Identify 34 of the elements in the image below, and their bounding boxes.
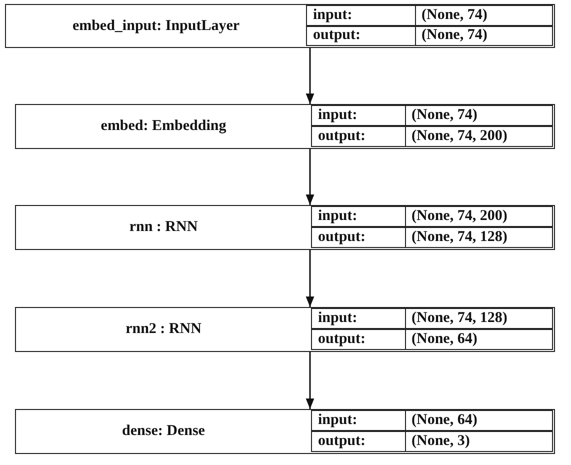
tensor-shape: (None, 74, 128) (404, 227, 553, 248)
tensor-shape: (None, 74) (414, 5, 553, 26)
port-label: output: (311, 431, 406, 452)
port-label: input: (311, 308, 406, 329)
port-label: output: (311, 126, 406, 147)
tensor-shape: (None, 74, 200) (404, 206, 553, 227)
tensor-shape: (None, 3) (404, 431, 553, 452)
layer-name: embed_input: InputLayer (71, 16, 241, 36)
layer-name: rnn : RNN (128, 218, 199, 237)
layer-name: embed: Embedding (100, 117, 228, 136)
layer-box (15, 205, 555, 250)
layer-box (15, 104, 555, 149)
tensor-shape: (None, 64) (404, 329, 553, 350)
port-label: input: (311, 410, 406, 431)
port-label: output: (306, 26, 416, 46)
tensor-shape: (None, 64) (404, 410, 553, 431)
layer-box (15, 409, 555, 454)
arrow (306, 352, 314, 409)
tensor-shape: (None, 74, 128) (404, 308, 553, 329)
layer-box (15, 307, 555, 352)
arrow (306, 250, 314, 307)
tensor-shape: (None, 74, 200) (404, 126, 553, 147)
port-label: output: (311, 329, 406, 350)
port-label: output: (311, 227, 406, 248)
layer-name: dense: Dense (121, 422, 206, 441)
layer-name: rnn2 : RNN (124, 320, 202, 339)
arrow (306, 149, 314, 205)
layer-box (5, 4, 555, 48)
arrow (306, 48, 314, 104)
tensor-shape: (None, 74) (404, 105, 553, 126)
port-label: input: (306, 5, 416, 26)
port-label: input: (311, 206, 406, 227)
port-label: input: (311, 105, 406, 126)
tensor-shape: (None, 74) (414, 26, 553, 46)
